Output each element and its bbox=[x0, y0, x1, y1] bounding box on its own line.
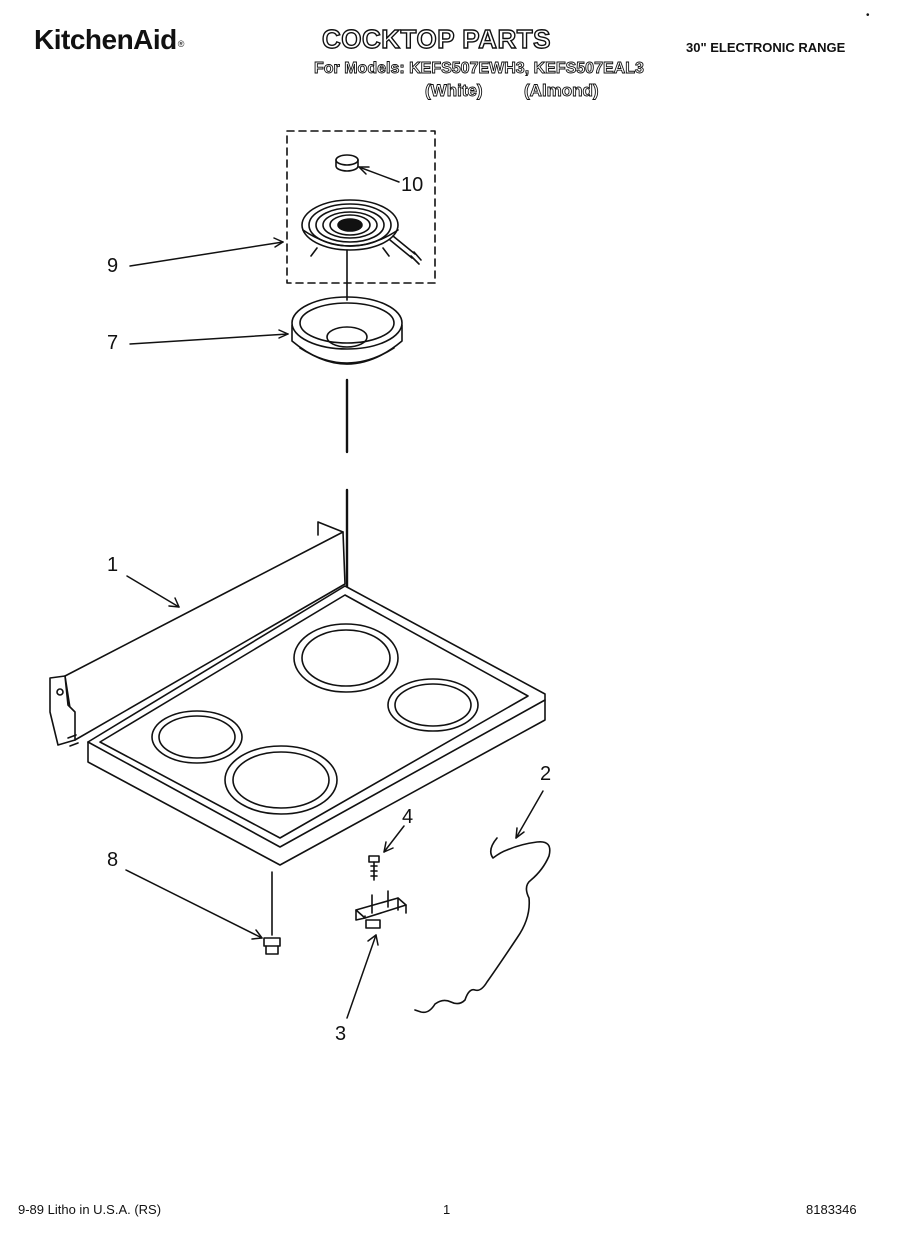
variant-white: (White) bbox=[425, 81, 483, 101]
part-9-surface-element bbox=[301, 199, 422, 265]
part-8-screw bbox=[263, 871, 281, 955]
leader-lines bbox=[125, 166, 544, 1019]
brand-registered-mark: ® bbox=[177, 39, 185, 49]
part-4-screw bbox=[368, 855, 380, 881]
page-title: COCKTOP PARTS bbox=[321, 23, 551, 54]
footer-page-number: 1 bbox=[443, 1202, 451, 1217]
brand-logo: KitchenAid® bbox=[34, 24, 184, 56]
callout-7: 7 bbox=[107, 332, 119, 354]
callout-8: 8 bbox=[107, 849, 119, 871]
product-subtitle: 30" ELECTRONIC RANGE bbox=[686, 40, 846, 55]
callout-2: 2 bbox=[540, 763, 552, 785]
part-7-drip-bowl bbox=[291, 296, 403, 365]
variant-almond: (Almond) bbox=[524, 81, 599, 101]
part-2-wire bbox=[414, 837, 551, 1014]
brand-name: KitchenAid bbox=[34, 24, 177, 55]
part-3-bracket bbox=[355, 890, 407, 929]
callout-3: 3 bbox=[335, 1023, 347, 1045]
callout-4: 4 bbox=[402, 806, 414, 828]
element-assembly-box bbox=[286, 130, 436, 284]
models-line: For Models: KEFS507EWH3, KEFS507EAL3 bbox=[314, 60, 645, 78]
footer-print-info: 9-89 Litho in U.S.A. (RS) bbox=[18, 1202, 162, 1217]
callout-1: 1 bbox=[107, 554, 119, 576]
footer-part-number: 8183346 bbox=[806, 1202, 857, 1217]
part-1-cooktop bbox=[49, 521, 546, 866]
corner-mark: • bbox=[866, 10, 870, 21]
part-10-cap bbox=[335, 154, 359, 172]
callout-10: 10 bbox=[401, 174, 424, 196]
callout-9: 9 bbox=[107, 255, 119, 277]
